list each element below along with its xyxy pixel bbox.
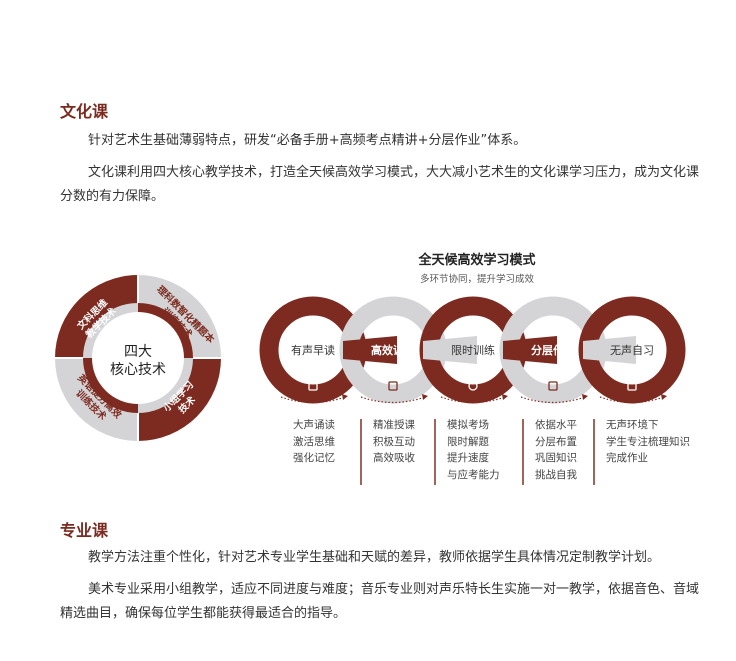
step-detail-item: 精准授课: [373, 419, 415, 431]
step-label: 有声早读: [291, 343, 335, 357]
major-heading: 专业课: [60, 521, 109, 540]
step-detail-item: 限时解题: [447, 435, 489, 448]
step-detail-item: 分层布置: [535, 435, 577, 448]
culture-paragraph-2: 文化课利用四大核心教学技术，打造全天候高效学习模式，大大减小艺术生的文化课学习压…: [60, 165, 700, 204]
step-detail-item: 挑战自我: [535, 468, 577, 481]
arrow-head-icon: [342, 394, 348, 400]
step-detail-item: 完成作业: [606, 452, 648, 464]
arrow-head-icon: [422, 394, 428, 400]
step-detail-item: 巩固知识: [535, 452, 577, 464]
dotted-arrow: [599, 396, 665, 404]
step-detail-list: 大声诵读激活思维强化记忆: [293, 417, 335, 467]
step-detail-item: 与应考能力: [447, 468, 500, 481]
step-detail-list: 依据水平分层布置巩固知识挑战自我: [535, 417, 577, 483]
step-detail-item: 依据水平: [535, 419, 577, 431]
step-detail-item: 提升速度: [447, 452, 489, 464]
dotted-arrow: [280, 396, 346, 404]
connector-band: [423, 336, 477, 364]
clock-icon: [468, 381, 478, 391]
culture-heading: 文化课: [60, 102, 109, 121]
mode-title: 全天候高效学习模式: [417, 252, 535, 268]
step-detail-list: 无声环境下学生专注梳理知识完成作业: [606, 417, 690, 467]
donut-center-line2: 核心技术: [110, 362, 166, 378]
step-detail-item: 无声环境下: [606, 419, 659, 431]
major-paragraph-1: 教学方法注重个性化，针对艺术专业学生基础和天赋的差异，教师依据学生具体情况定制教…: [88, 550, 661, 565]
step-detail-item: 大声诵读: [293, 419, 335, 431]
donut-center-line1: 四大: [124, 344, 152, 360]
arrow-head-icon: [661, 394, 667, 400]
step-detail-item: 高效吸收: [373, 452, 415, 464]
stack-icon: [548, 381, 558, 391]
step-detail-item: 模拟考场: [447, 419, 489, 431]
flask-icon: [388, 381, 398, 391]
book-icon: [627, 381, 637, 391]
connector-band: [343, 336, 397, 364]
arrow-head-icon: [502, 394, 508, 400]
step-detail-item: 积极互动: [373, 435, 415, 448]
step-label: 分层作业: [531, 343, 575, 357]
column-divider: [522, 419, 524, 485]
connector-band: [583, 336, 636, 364]
step-detail-item: 强化记忆: [293, 452, 335, 464]
column-divider: [593, 419, 595, 485]
dotted-arrow: [520, 396, 586, 404]
learning-mode-chain: 有声早读 高效课堂 限时训练 分层作业 无声自习: [259, 296, 686, 404]
step-detail-item: 激活思维: [293, 435, 335, 448]
column-divider: [434, 419, 436, 485]
step-label: 高效课堂: [371, 343, 415, 357]
dotted-arrow: [440, 396, 506, 404]
mode-subtitle: 多环节协同，提升学习成效: [420, 273, 535, 285]
dotted-arrow: [360, 396, 426, 404]
step-detail-item: 学生专注梳理知识: [606, 435, 690, 448]
major-paragraph-2: 美术专业采用小组教学，适应不同进度与难度；音乐专业则对声乐特长生实施一对一教学，…: [60, 582, 700, 621]
column-divider: [360, 419, 362, 485]
megaphone-icon: [308, 381, 318, 391]
step-detail-list: 模拟考场限时解题提升速度与应考能力: [447, 417, 500, 483]
connector-band: [503, 336, 557, 364]
step-label: 无声自习: [610, 343, 654, 357]
culture-paragraph-1: 针对艺术生基础薄弱特点，研发“必备手册+高频考点精讲+分层作业”体系。: [88, 133, 527, 148]
step-detail-list: 精准授课积极互动高效吸收: [373, 417, 415, 467]
step-label: 限时训练: [451, 343, 495, 357]
four-core-tech-donut: 四大 核心技术 文科思维 教学技术 理科数智化精题本 训练技术 英语提分高效 训…: [55, 275, 221, 441]
arrow-head-icon: [582, 394, 588, 400]
